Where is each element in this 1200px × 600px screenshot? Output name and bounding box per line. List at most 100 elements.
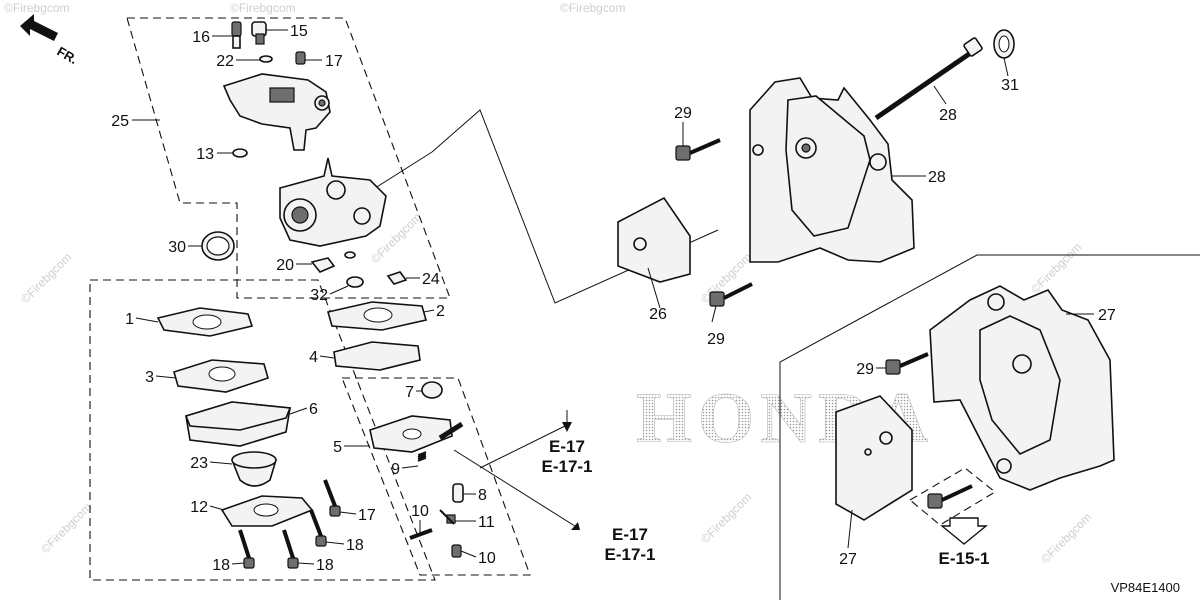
- screw-18: [315, 535, 327, 547]
- o-ring-20: [259, 55, 273, 63]
- air-cleaner-case-assembly: [929, 285, 1115, 491]
- watermark: ©Firebgcom: [560, 1, 626, 15]
- screw-18-shank: [238, 529, 251, 559]
- bolt-29-shank: [723, 282, 753, 300]
- throttle-shaft-hole: [318, 99, 326, 107]
- callout-29: 29: [856, 361, 874, 378]
- screw-10: [451, 544, 462, 558]
- spring-9: [417, 451, 427, 462]
- throttle-linkage: [269, 87, 295, 103]
- venturi-bore: [291, 206, 309, 224]
- plate-24: [617, 196, 691, 283]
- callout-7: 7: [405, 384, 414, 401]
- callout-17-side: 17: [325, 53, 343, 70]
- jet-8: [452, 483, 464, 503]
- case-27-inner-frame: [979, 315, 1061, 455]
- bolt-29-shank: [689, 138, 721, 155]
- fitting-16-stem: [255, 33, 265, 45]
- watermark: ©Firebgcom: [1038, 510, 1094, 566]
- callout-22: 24: [422, 271, 440, 288]
- bolt-28-shank: [874, 49, 974, 121]
- front-direction-arrow-icon: FR.: [20, 14, 80, 67]
- callout-16: 15: [290, 23, 308, 40]
- fitting-12: [446, 514, 456, 524]
- callout-18: 17: [358, 507, 376, 524]
- seal-32: [346, 276, 364, 288]
- case-27-boss: [1012, 354, 1032, 374]
- section-references: E-17 E-17-1 E-17 E-17-1 E-15-1: [541, 437, 989, 568]
- bolt-29-head: [885, 359, 901, 375]
- gaskets-group: [156, 301, 428, 527]
- screw-18-shank: [309, 509, 323, 537]
- case-mount-hole: [801, 143, 811, 153]
- primer-bulb-rim: [231, 451, 277, 469]
- cap-7: [421, 381, 443, 399]
- plate-24-hole: [633, 237, 647, 251]
- fitting-12-stem: [439, 509, 455, 525]
- callout-24: 26: [649, 306, 667, 323]
- gasket-group-boundary: [89, 279, 436, 581]
- reference-arrow-icon: [571, 522, 580, 530]
- bolt-28-head: [963, 37, 983, 57]
- reference-e17: E-17: [612, 525, 648, 544]
- leader-lines: [132, 29, 1094, 565]
- case-mount-boss: [869, 153, 887, 171]
- watermark: ©Firebgcom: [698, 490, 754, 546]
- plate-25-hole: [864, 448, 872, 456]
- carburetor-top-parts: [222, 21, 331, 158]
- callout-25: 27: [839, 551, 857, 568]
- reference-e17-1: E-17-1: [541, 457, 592, 476]
- o-ring-30-inner: [206, 236, 230, 256]
- callout-27: 27: [1098, 307, 1116, 324]
- choke-group-boundary: [341, 377, 531, 576]
- carburetor-body-group-boundary: [126, 17, 451, 299]
- bolts-29: [675, 138, 973, 509]
- callout-4: 4: [309, 349, 318, 366]
- callout-5: 5: [333, 439, 342, 456]
- callout-15: 12: [190, 499, 208, 516]
- callout-18: 18: [316, 557, 334, 574]
- screw-18-shank: [282, 529, 295, 559]
- watermark: ©Firebgcom: [18, 250, 74, 306]
- callout-12: 11: [478, 514, 495, 531]
- screw-17-top: [231, 21, 242, 37]
- callout-26: 28: [928, 169, 946, 186]
- reference-e17: E-17: [549, 437, 585, 456]
- o-ring-small: [344, 251, 356, 259]
- callout-19: 20: [276, 257, 294, 274]
- watermark: ©Firebgcom: [38, 500, 94, 556]
- callout-11: 10: [411, 503, 429, 520]
- gasket-1-hole: [192, 314, 222, 330]
- diaphragm-4: [333, 341, 421, 371]
- carburetor-throttle-body: [222, 73, 331, 151]
- reference-arrow-icon: [562, 422, 572, 432]
- callout-13: 13: [196, 146, 214, 163]
- callout-21: 23: [190, 455, 208, 472]
- callouts: 16 15 22 17 25 13 30 20 24 32 1 2 3 4 6 …: [111, 23, 1116, 574]
- callout-18: 18: [346, 537, 364, 554]
- pin-11: [409, 528, 433, 540]
- gasket-3-hole: [208, 366, 236, 382]
- screw-17-side: [295, 51, 306, 65]
- washer-22: [386, 271, 408, 285]
- watermark: ©Firebgcom: [230, 1, 296, 15]
- watermark: ©Firebgcom: [1028, 240, 1084, 296]
- front-label: FR.: [55, 44, 81, 67]
- case-27-boss: [987, 293, 1005, 311]
- callout-20: 22: [216, 53, 234, 70]
- body-boss: [353, 207, 371, 225]
- screw-17-shank: [232, 35, 241, 49]
- callout-28: 28: [939, 107, 957, 124]
- callout-30: 30: [168, 239, 186, 256]
- case-27-boss: [996, 458, 1012, 474]
- watermark: ©Firebgcom: [4, 1, 70, 15]
- plate-25-hole: [879, 431, 893, 445]
- reference-e15-1: E-15-1: [938, 549, 989, 568]
- callout-9: 9: [391, 461, 400, 478]
- air-cleaner-case: [749, 77, 915, 263]
- connector-line: [371, 151, 433, 191]
- callout-8: 8: [478, 487, 487, 504]
- carburetor-main-body: [279, 157, 387, 247]
